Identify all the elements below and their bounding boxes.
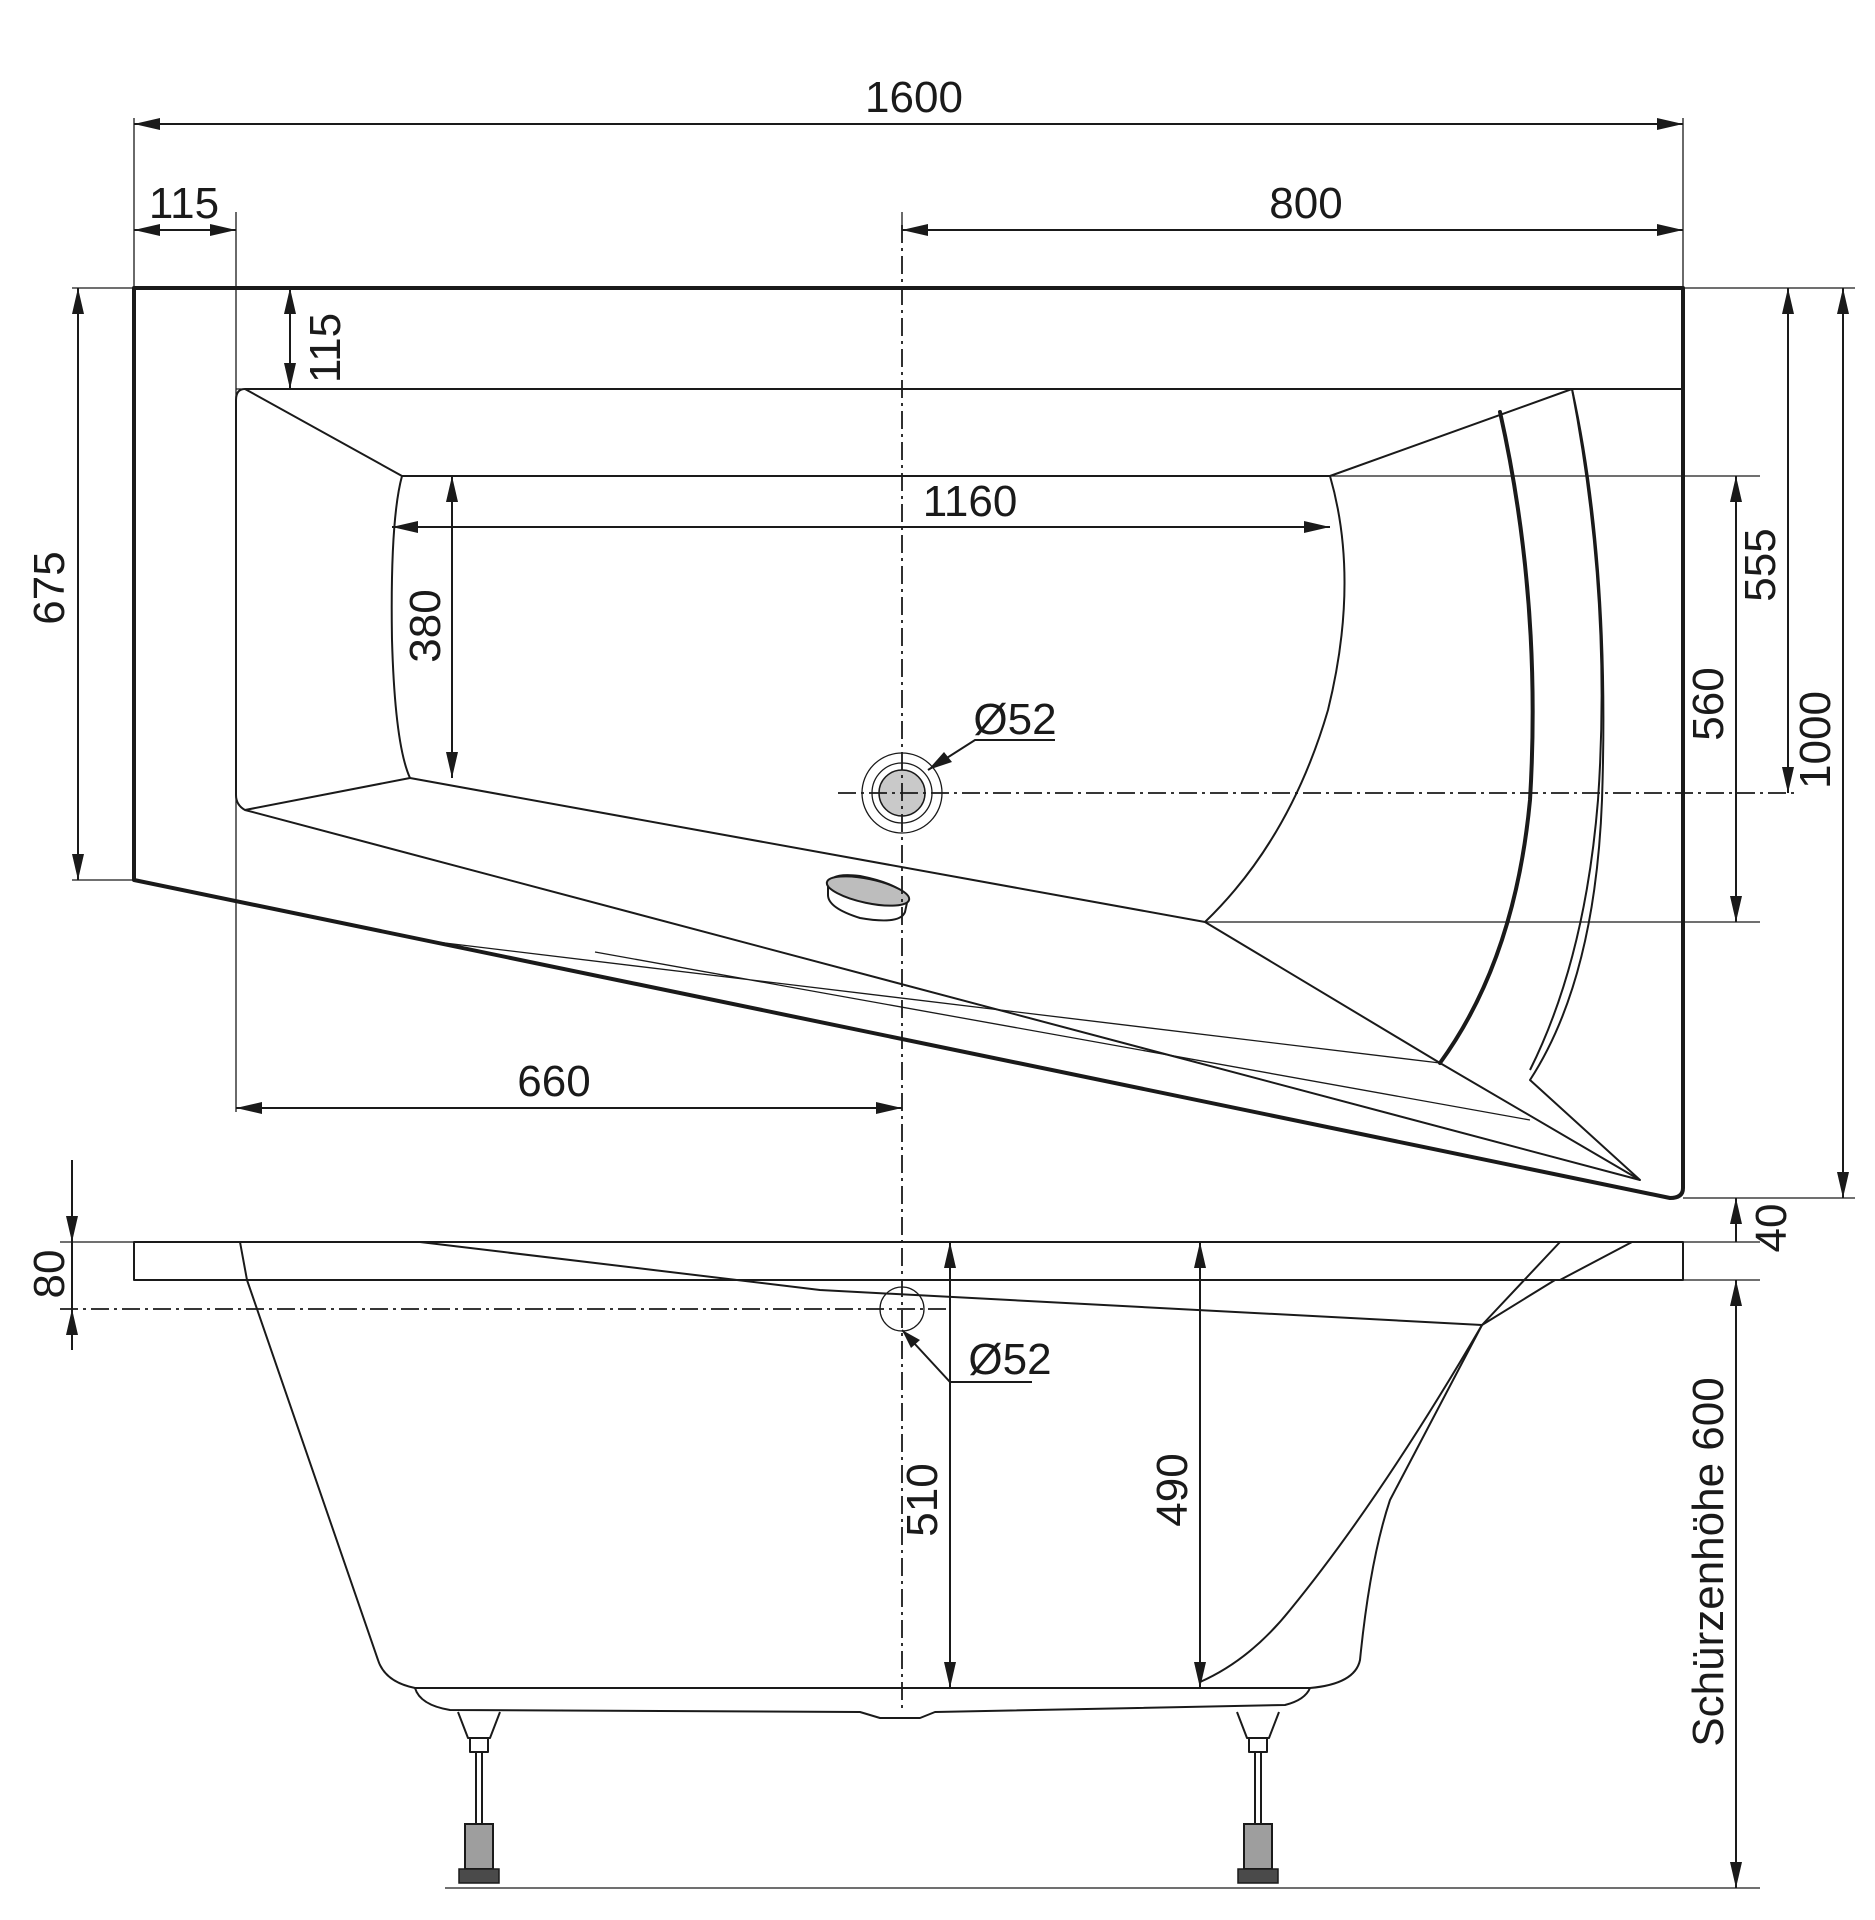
drain-leader — [927, 739, 1055, 771]
label-overall-length: 1600 — [865, 73, 963, 122]
label-rim-top: 115 — [301, 313, 350, 383]
side-rim — [133, 1241, 1684, 1281]
tub-apron-lines — [419, 939, 1531, 1121]
label-rim-height: 80 — [25, 1250, 74, 1299]
label-drain-diameter: Ø52 — [973, 695, 1056, 744]
label-drain-to-left: 660 — [517, 1057, 590, 1106]
label-floor-length: 1160 — [923, 477, 1018, 526]
side-body-curve — [1199, 1324, 1483, 1683]
label-right-555: 555 — [1736, 528, 1785, 601]
dimension-labels: 1600 115 800 115 675 1160 380 Ø52 660 55… — [25, 73, 1840, 1747]
label-overall-width: 1000 — [1791, 691, 1840, 789]
tub-backrest — [1438, 410, 1535, 1065]
label-right-560: 560 — [1684, 667, 1733, 740]
label-depth-510: 510 — [898, 1463, 947, 1536]
side-base — [414, 1687, 1311, 1719]
label-overflow-diameter: Ø52 — [968, 1335, 1051, 1384]
label-rim-left: 115 — [149, 179, 219, 228]
right-leg — [1236, 1711, 1280, 1884]
left-leg — [457, 1711, 501, 1884]
label-width-left: 675 — [25, 551, 74, 624]
dimension-lines — [60, 118, 1855, 1889]
tub-floor — [390, 475, 1346, 923]
arrowheads — [66, 118, 1849, 1888]
centre-lines — [60, 225, 1795, 1710]
label-floor-width: 380 — [401, 589, 450, 662]
tub-slope-lines — [244, 388, 1641, 1181]
overflow-leader — [901, 1329, 1032, 1383]
tub-backrest-inner — [1529, 388, 1603, 1071]
label-depth-490: 490 — [1148, 1453, 1197, 1526]
label-half-length: 800 — [1269, 179, 1342, 228]
label-right-40: 40 — [1747, 1204, 1796, 1253]
label-apron-height: Schürzenhöhe 600 — [1684, 1377, 1733, 1746]
side-body-sloped-line — [239, 1241, 1633, 1326]
overflow-fitting — [825, 874, 911, 922]
side-body-outline — [246, 1279, 1556, 1689]
top-view — [132, 286, 1685, 1200]
tub-outer-outline — [132, 286, 1685, 1200]
side-view — [133, 1241, 1684, 1884]
